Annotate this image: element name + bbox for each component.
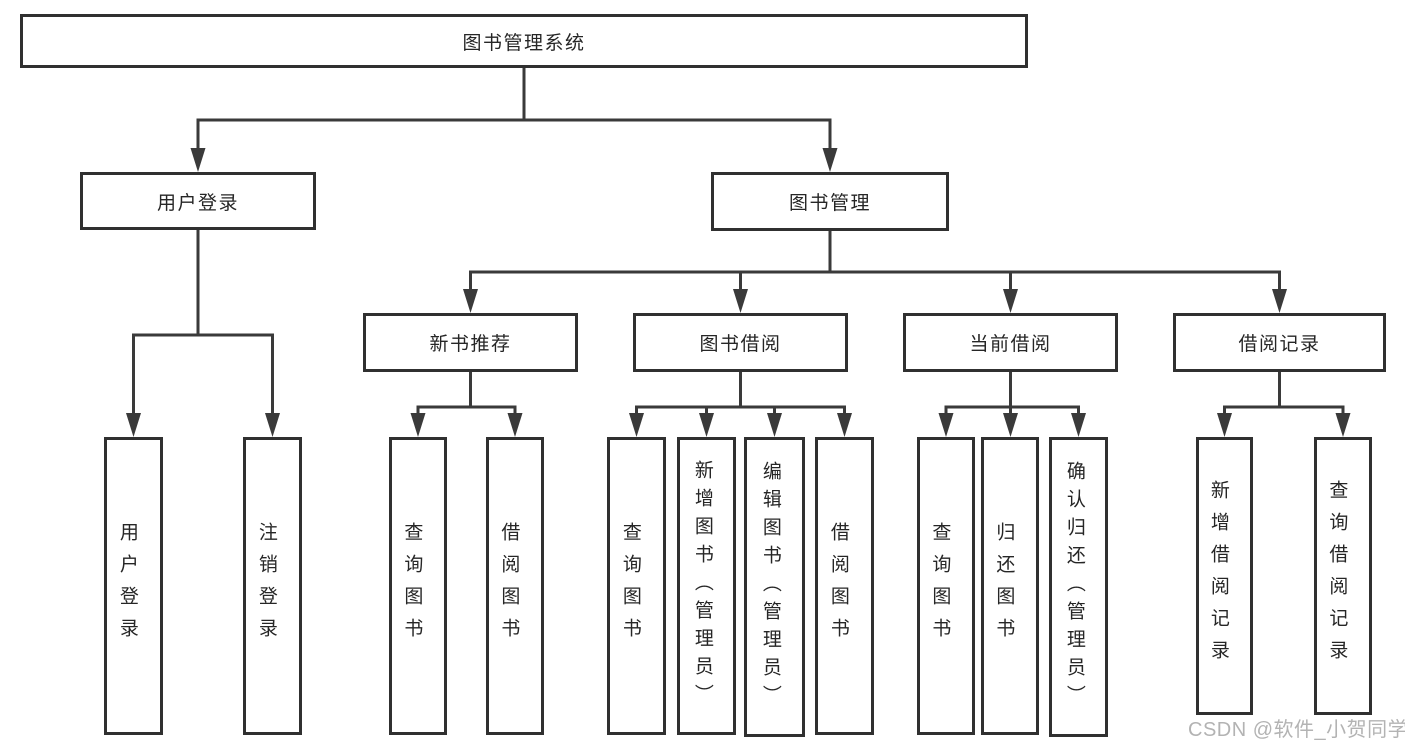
node-leaf-edit-book-admin-label: 编辑图书（管理员） (759, 461, 781, 713)
node-new-book-recommend-label: 新书推荐 (429, 334, 512, 355)
node-leaf-add-borrow-record-label: 新增借阅记录 (1207, 480, 1229, 672)
node-leaf-borrow-books-2-label: 借阅图书 (827, 522, 849, 650)
node-leaf-query-books-1: 查询图书 (389, 437, 447, 735)
node-leaf-query-borrow-record-label: 查询借阅记录 (1326, 480, 1348, 672)
node-current-borrowing: 当前借阅 (903, 313, 1118, 372)
node-leaf-add-book-admin: 新增图书（管理员） (677, 437, 736, 735)
node-user-login-label: 用户登录 (156, 192, 239, 214)
node-leaf-query-borrow-record: 查询借阅记录 (1314, 437, 1372, 715)
node-current-borrowing-label: 当前借阅 (969, 334, 1052, 355)
node-borrowing-records: 借阅记录 (1173, 313, 1386, 372)
node-leaf-confirm-return-admin: 确认归还（管理员） (1049, 437, 1108, 737)
watermark-text: CSDN @软件_小贺同学 (1188, 719, 1405, 741)
node-leaf-query-books-2: 查询图书 (607, 437, 666, 735)
node-root-label: 图书管理系统 (462, 32, 586, 54)
node-leaf-borrow-books-1: 借阅图书 (486, 437, 544, 735)
node-leaf-return-books: 归还图书 (981, 437, 1039, 735)
node-leaf-add-book-admin-label: 新增图书（管理员） (691, 460, 713, 712)
node-root: 图书管理系统 (20, 14, 1028, 68)
node-user-login: 用户登录 (80, 172, 316, 230)
node-leaf-add-borrow-record: 新增借阅记录 (1196, 437, 1253, 715)
node-book-management: 图书管理 (711, 172, 949, 231)
node-leaf-user-login: 用户登录 (104, 437, 163, 735)
node-leaf-query-books-1-label: 查询图书 (401, 522, 423, 650)
node-leaf-confirm-return-admin-label: 确认归还（管理员） (1063, 461, 1085, 713)
node-leaf-query-books-2-label: 查询图书 (619, 522, 641, 650)
node-leaf-edit-book-admin: 编辑图书（管理员） (744, 437, 805, 737)
node-book-borrowing: 图书借阅 (633, 313, 848, 372)
node-leaf-query-books-3-label: 查询图书 (929, 522, 951, 650)
node-leaf-user-login-label: 用户登录 (116, 522, 138, 650)
node-leaf-return-books-label: 归还图书 (993, 522, 1015, 650)
node-leaf-borrow-books-2: 借阅图书 (815, 437, 874, 735)
node-leaf-logout-label: 注销登录 (255, 522, 277, 650)
node-leaf-query-books-3: 查询图书 (917, 437, 975, 735)
node-book-management-label: 图书管理 (788, 193, 871, 214)
node-new-book-recommend: 新书推荐 (363, 313, 578, 372)
node-leaf-logout: 注销登录 (243, 437, 302, 735)
node-book-borrowing-label: 图书借阅 (699, 334, 782, 355)
node-borrowing-records-label: 借阅记录 (1238, 334, 1321, 355)
node-leaf-borrow-books-1-label: 借阅图书 (498, 522, 520, 650)
